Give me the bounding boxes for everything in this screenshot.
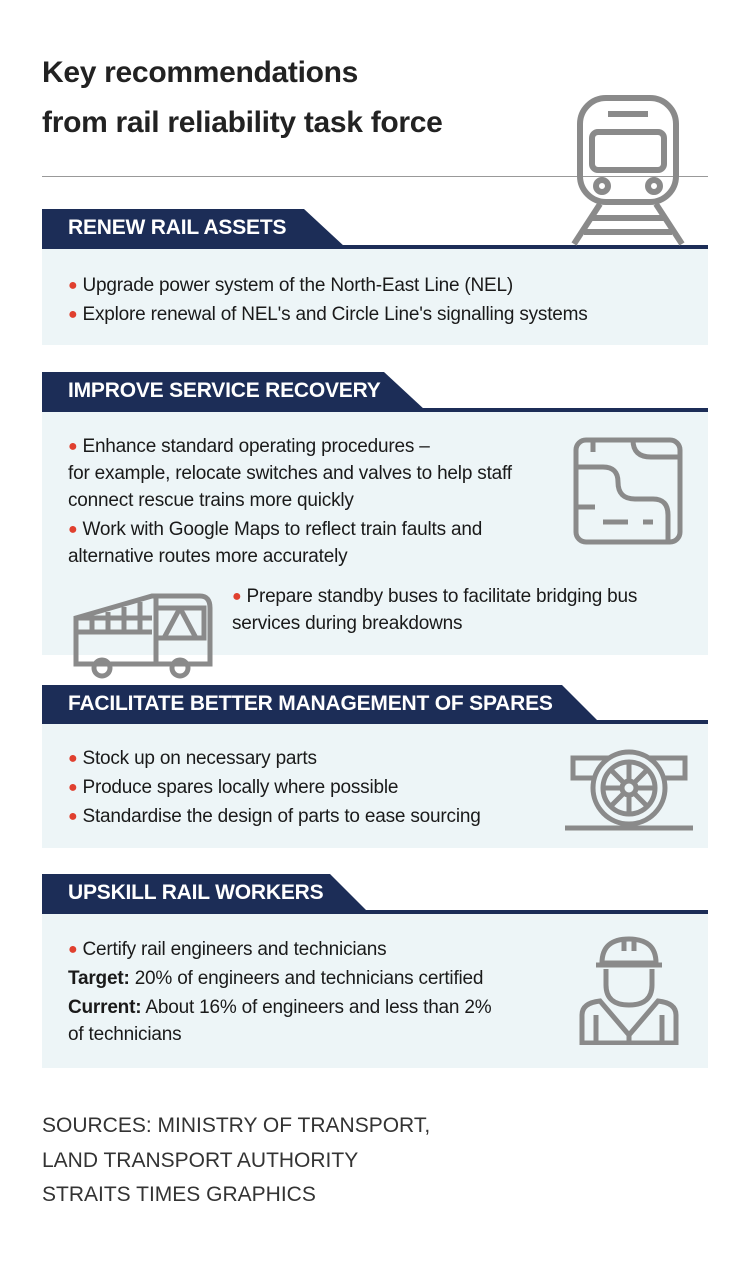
- section-bar: [42, 245, 708, 249]
- bullet-item: ●Work with Google Maps to reflect train …: [68, 519, 483, 540]
- section-bar: [42, 408, 708, 412]
- text-line: for example, relocate switches and valve…: [68, 463, 512, 484]
- section-heading-upskill: UPSKILL RAIL WORKERS: [42, 874, 368, 912]
- bullet-item: ●Standardise the design of parts to ease…: [68, 806, 481, 827]
- section-heading-recovery: IMPROVE SERVICE RECOVERY: [42, 372, 425, 410]
- text-line: connect rescue trains more quickly: [68, 490, 354, 511]
- bullet-item: ●Enhance standard operating procedures –: [68, 436, 430, 457]
- bus-icon: [73, 593, 213, 679]
- wheel-icon: [565, 749, 693, 831]
- divider: [42, 176, 708, 177]
- bullet-item: ●Upgrade power system of the North-East …: [68, 275, 514, 296]
- bullet-item: ●Explore renewal of NEL's and Circle Lin…: [68, 304, 588, 325]
- title-line-2: from rail reliability task force: [42, 106, 443, 139]
- source-line: LAND TRANSPORT AUTHORITY: [42, 1149, 359, 1172]
- bullet-item: ●Prepare standby buses to facilitate bri…: [232, 586, 638, 607]
- bullet-item: ●Stock up on necessary parts: [68, 748, 317, 769]
- section-panel-renew: ●Upgrade power system of the North-East …: [42, 249, 708, 345]
- route-map-icon: [573, 437, 683, 545]
- target-line: Target: 20% of engineers and technicians…: [68, 968, 484, 989]
- text-line: services during breakdowns: [232, 613, 463, 634]
- text-line: alternative routes more accurately: [68, 546, 348, 567]
- current-line: Current: About 16% of engineers and less…: [68, 997, 492, 1018]
- section-panel-recovery: ●Enhance standard operating procedures –…: [42, 412, 708, 655]
- section-panel-upskill: ●Certify rail engineers and technicians …: [42, 914, 708, 1068]
- section-heading-spares: FACILITATE BETTER MANAGEMENT OF SPARES: [42, 685, 600, 723]
- train-icon: [571, 95, 685, 246]
- bullet-item: ●Certify rail engineers and technicians: [68, 939, 387, 960]
- bullet-item: ●Produce spares locally where possible: [68, 777, 399, 798]
- text-line: of technicians: [68, 1024, 182, 1045]
- section-bar: [42, 910, 708, 914]
- source-line: SOURCES: MINISTRY OF TRANSPORT,: [42, 1114, 431, 1137]
- section-heading-renew: RENEW RAIL ASSETS: [42, 209, 345, 247]
- worker-icon: [579, 936, 679, 1045]
- title-line-1: Key recommendations: [42, 56, 359, 89]
- section-bar: [42, 720, 708, 724]
- source-line: STRAITS TIMES GRAPHICS: [42, 1183, 316, 1206]
